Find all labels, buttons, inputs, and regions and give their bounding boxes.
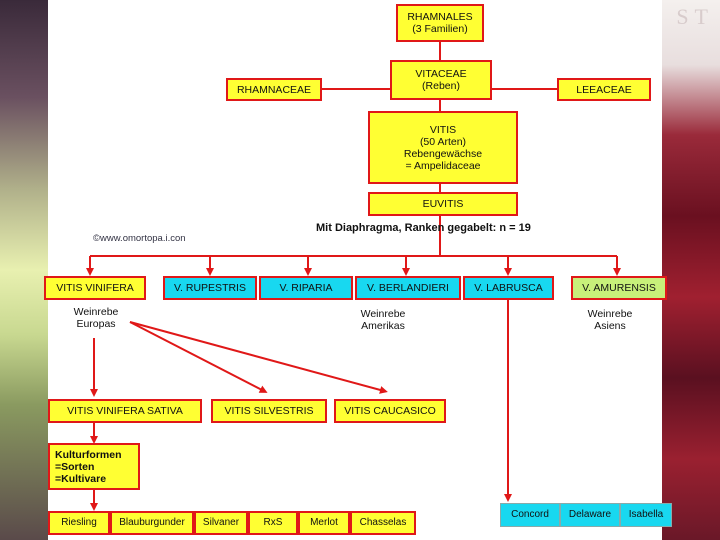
node-sorte-label: Silvaner xyxy=(202,517,240,528)
node-sorte-label: Merlot xyxy=(310,517,338,528)
node-species-amurensis: V. AMURENSIS xyxy=(571,276,667,300)
node-vitis: VITIS (50 Arten) Rebengewächse = Ampelid… xyxy=(368,111,518,184)
node-euvitis: EUVITIS xyxy=(368,192,518,216)
node-sorte-label: Blauburgunder xyxy=(119,517,185,528)
node-sorte-label: Delaware xyxy=(568,509,612,520)
node-sorte-label: Chasselas xyxy=(359,517,407,528)
node-sorte-label: Riesling xyxy=(61,517,97,528)
node-species-vinifera: VITIS VINIFERA xyxy=(44,276,146,300)
node-species-labrusca: V. LABRUSCA xyxy=(463,276,554,300)
node-amerikas-sorte-delaware: Delaware xyxy=(560,503,620,527)
brand-logo-text: ST xyxy=(676,4,714,29)
node-subspecies-sativa: VITIS VINIFERA SATIVA xyxy=(48,399,202,423)
node-amerikas-sorte-isabella: Isabella xyxy=(620,503,672,527)
node-species-rupestris: V. RUPESTRIS xyxy=(163,276,257,300)
node-species-label: V. AMURENSIS xyxy=(582,282,656,294)
node-sorte-rxs: RxS xyxy=(248,511,298,535)
node-sorte-merlot: Merlot xyxy=(298,511,350,535)
node-vitis-label: VITIS (50 Arten) Rebengewächse = Ampelid… xyxy=(403,123,483,172)
node-rhamnaceae-label: RHAMNACEAE xyxy=(236,83,312,96)
node-sorte-riesling: Riesling xyxy=(48,511,110,535)
node-vitaceae: VITACEAE (Reben) xyxy=(390,60,492,100)
label-weinrebe-asiens: Weinrebe Asiens xyxy=(587,308,633,332)
node-euvitis-label: EUVITIS xyxy=(422,198,464,210)
euvitis-note: Mit Diaphragma, Ranken gegabelt: n = 19 xyxy=(316,222,531,234)
node-kulturformen: Kulturformen =Sorten =Kultivare xyxy=(48,443,140,490)
node-subspecies-label: VITIS VINIFERA SATIVA xyxy=(67,405,183,417)
node-sorte-blauburgunder: Blauburgunder xyxy=(110,511,194,535)
node-species-label: V. BERLANDIERI xyxy=(367,282,449,294)
watermark: ©www.omortopa.i.con xyxy=(93,233,186,244)
node-rhamnales: RHAMNALES (3 Familien) xyxy=(396,4,484,42)
node-subspecies-caucasico: VITIS CAUCASICO xyxy=(334,399,446,423)
node-species-berlandieri: V. BERLANDIERI xyxy=(355,276,461,300)
node-species-label: V. RIPARIA xyxy=(279,282,333,294)
node-sorte-label: RxS xyxy=(263,517,283,528)
label-weinrebe-europas: Weinrebe Europas xyxy=(73,306,119,330)
node-subspecies-label: VITIS CAUCASICO xyxy=(344,405,436,417)
node-rhamnaceae: RHAMNACEAE xyxy=(226,78,322,101)
background-grapes-left xyxy=(0,0,48,540)
node-leeaceae: LEEACEAE xyxy=(557,78,651,101)
node-subspecies-label: VITIS SILVESTRIS xyxy=(224,405,314,417)
node-kulturformen-label: Kulturformen =Sorten =Kultivare xyxy=(55,448,122,485)
node-leeaceae-label: LEEACEAE xyxy=(576,83,632,96)
node-rhamnales-label: RHAMNALES (3 Familien) xyxy=(407,11,473,35)
node-species-label: V. RUPESTRIS xyxy=(174,282,246,294)
node-sorte-chasselas: Chasselas xyxy=(350,511,416,535)
label-weinrebe-amerikas: Weinrebe Amerikas xyxy=(360,308,406,332)
node-species-riparia: V. RIPARIA xyxy=(259,276,353,300)
node-subspecies-silvestris: VITIS SILVESTRIS xyxy=(211,399,327,423)
node-species-label: VITIS VINIFERA xyxy=(56,282,134,294)
node-amerikas-sorte-concord: Concord xyxy=(500,503,560,527)
node-sorte-label: Concord xyxy=(511,509,549,520)
node-vitaceae-label: VITACEAE (Reben) xyxy=(415,68,467,92)
background-grapes-right: ST xyxy=(662,0,720,540)
node-sorte-label: Isabella xyxy=(628,509,664,520)
node-species-label: V. LABRUSCA xyxy=(474,282,543,294)
node-sorte-silvaner: Silvaner xyxy=(194,511,248,535)
